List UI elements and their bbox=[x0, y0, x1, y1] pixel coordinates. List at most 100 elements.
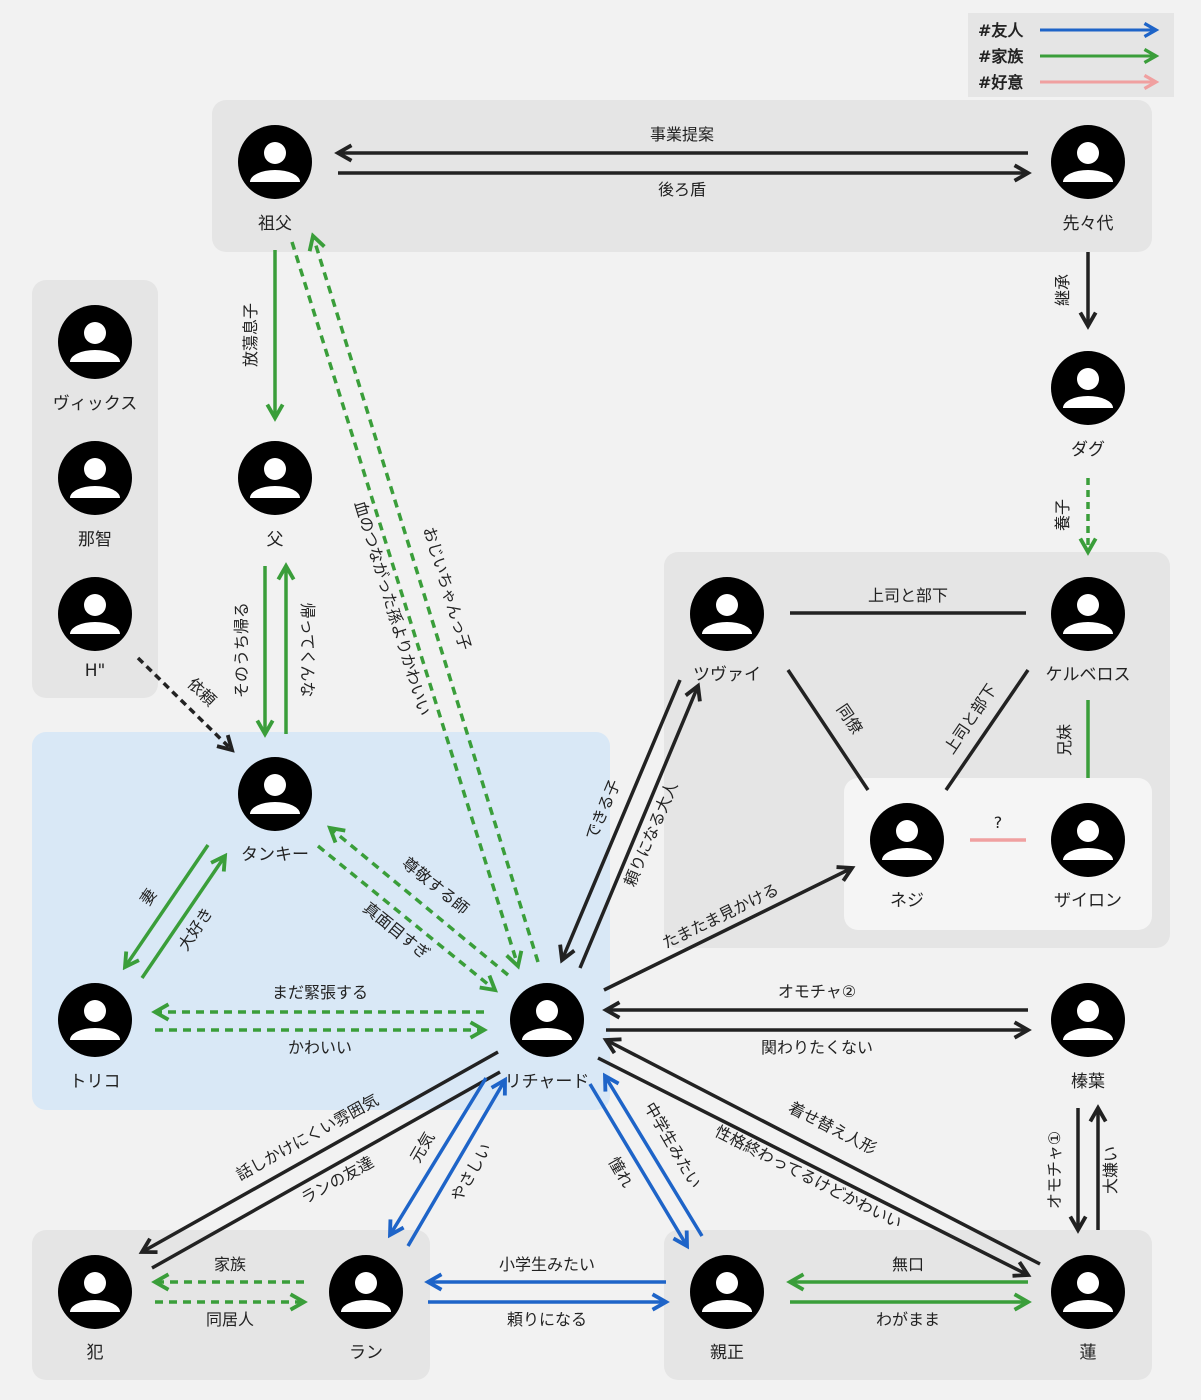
node-vix[interactable]: ヴィックス bbox=[53, 305, 138, 414]
group-bottom-left bbox=[32, 1230, 430, 1380]
label-seikaku: 性格終わってるけどかわいい bbox=[712, 1122, 905, 1233]
person-icon bbox=[238, 757, 312, 831]
node-dagu[interactable]: ダグ bbox=[1051, 351, 1125, 460]
legend-friend-label: #友人 bbox=[978, 21, 1024, 40]
node-neji[interactable]: ネジ bbox=[870, 803, 944, 911]
label-omocha2: オモチャ② bbox=[778, 982, 856, 1001]
node-label: 父 bbox=[267, 530, 284, 550]
person-icon bbox=[58, 305, 132, 379]
node-nachi[interactable]: 那智 bbox=[58, 441, 132, 550]
edge-kigae bbox=[597, 1056, 1032, 1278]
person-icon bbox=[329, 1255, 403, 1329]
group-top bbox=[212, 100, 1152, 252]
label-wagamama: わがまま bbox=[876, 1310, 940, 1329]
person-icon bbox=[238, 441, 312, 515]
person-icon bbox=[58, 983, 132, 1057]
person-icon bbox=[870, 803, 944, 877]
edge-hanashi bbox=[138, 1050, 499, 1255]
edge-irai bbox=[136, 656, 235, 753]
label-mukuchi: 無口 bbox=[892, 1255, 924, 1274]
label-akogare: 憧れ bbox=[605, 1154, 637, 1191]
edge-tamatama bbox=[603, 865, 856, 992]
edge-tsuma bbox=[122, 844, 210, 971]
node-ren[interactable]: 蓮 bbox=[1051, 1255, 1125, 1363]
label-kyodai: 兄妹 bbox=[1055, 724, 1074, 756]
legend-family-label: #家族 bbox=[978, 47, 1024, 66]
label-kazoku: 家族 bbox=[214, 1255, 246, 1274]
label-omocha1: オモチャ① bbox=[1045, 1131, 1064, 1209]
node-sofu[interactable]: 祖父 bbox=[238, 125, 312, 234]
legend-favor-label: #好意 bbox=[978, 73, 1023, 92]
person-icon bbox=[1051, 803, 1125, 877]
label-shogaku: 小学生みたい bbox=[499, 1255, 595, 1274]
node-han[interactable]: 犯 bbox=[58, 1255, 132, 1363]
person-icon bbox=[1051, 351, 1125, 425]
node-label: 犯 bbox=[87, 1343, 104, 1363]
label-daikirai: 大嫌い bbox=[1101, 1146, 1120, 1194]
node-richard[interactable]: リチャード bbox=[505, 983, 590, 1092]
edge-yasashii bbox=[406, 1076, 507, 1247]
label-irai: 依頼 bbox=[184, 674, 220, 710]
label-chugaku: 中学生みたい bbox=[641, 1099, 705, 1192]
label-kincho: まだ緊張する bbox=[272, 983, 368, 1002]
label-kawaii: かわいい bbox=[288, 1038, 352, 1057]
edge-daisuki bbox=[140, 852, 228, 979]
node-tanky[interactable]: タンキー bbox=[238, 757, 312, 865]
edge-ojii bbox=[307, 232, 540, 963]
node-label: トリコ bbox=[70, 1072, 121, 1092]
person-icon bbox=[58, 441, 132, 515]
person-icon bbox=[690, 1255, 764, 1329]
edge-tayori-otona bbox=[578, 682, 702, 969]
node-zwei[interactable]: ツヴァイ bbox=[690, 577, 764, 685]
node-label: ネジ bbox=[890, 891, 924, 911]
label-jobu: 上司と部下 bbox=[868, 586, 948, 605]
edge-doryo bbox=[786, 669, 870, 791]
nodes: 祖父 先々代 ダグ 父 ヴィックス 那智 H" タンキー トリコ リチャード ツ… bbox=[53, 125, 1131, 1363]
person-icon bbox=[58, 1255, 132, 1329]
node-ran[interactable]: ラン bbox=[329, 1255, 403, 1363]
person-icon bbox=[58, 577, 132, 651]
node-hashiba[interactable]: 榛葉 bbox=[1051, 983, 1125, 1092]
node-label: 親正 bbox=[710, 1343, 744, 1363]
legend: #友人 #家族 #好意 bbox=[968, 13, 1174, 97]
node-label: 蓮 bbox=[1080, 1343, 1097, 1363]
node-chichi[interactable]: 父 bbox=[238, 441, 312, 550]
node-kerberos[interactable]: ケルベロス bbox=[1046, 577, 1131, 685]
label-tayori: 頼りになる bbox=[507, 1310, 587, 1329]
node-label: リチャード bbox=[505, 1072, 590, 1092]
person-icon bbox=[510, 983, 584, 1057]
node-label: ケルベロス bbox=[1046, 665, 1131, 685]
person-icon bbox=[1051, 577, 1125, 651]
edges bbox=[122, 143, 1108, 1312]
node-label: ダグ bbox=[1071, 440, 1105, 460]
node-label: タンキー bbox=[241, 845, 309, 865]
node-toriko[interactable]: トリコ bbox=[58, 983, 132, 1092]
label-yasashii: やさしい bbox=[447, 1140, 495, 1205]
label-kigae: 着せ替え人形 bbox=[785, 1098, 879, 1159]
edge-genki bbox=[387, 1077, 488, 1239]
edge-majime bbox=[316, 844, 499, 993]
label-kakawari: 関わりたくない bbox=[761, 1038, 873, 1057]
person-icon bbox=[690, 577, 764, 651]
label-hatena: ? bbox=[994, 813, 1003, 832]
edge-chi bbox=[290, 241, 524, 970]
node-zairon[interactable]: ザイロン bbox=[1051, 803, 1125, 911]
node-label: ヴィックス bbox=[53, 394, 138, 414]
node-label: H" bbox=[85, 661, 106, 681]
edge-dekiruko bbox=[558, 679, 682, 964]
node-label: ラン bbox=[349, 1343, 383, 1363]
group-tanky bbox=[32, 732, 610, 1110]
person-icon bbox=[1051, 125, 1125, 199]
node-shinsei[interactable]: 親正 bbox=[690, 1255, 764, 1363]
label-dokyo: 同居人 bbox=[206, 1310, 254, 1329]
edge-jobu2 bbox=[944, 669, 1030, 791]
node-senseidai[interactable]: 先々代 bbox=[1051, 125, 1125, 234]
node-h[interactable]: H" bbox=[58, 577, 132, 681]
node-label: 那智 bbox=[78, 530, 112, 550]
label-ushiro: 後ろ盾 bbox=[658, 180, 706, 199]
node-label: 榛葉 bbox=[1071, 1072, 1105, 1092]
label-kaettekuna: 帰ってくんな bbox=[298, 603, 317, 698]
person-icon bbox=[1051, 1255, 1125, 1329]
edge-sonkei bbox=[327, 825, 510, 977]
